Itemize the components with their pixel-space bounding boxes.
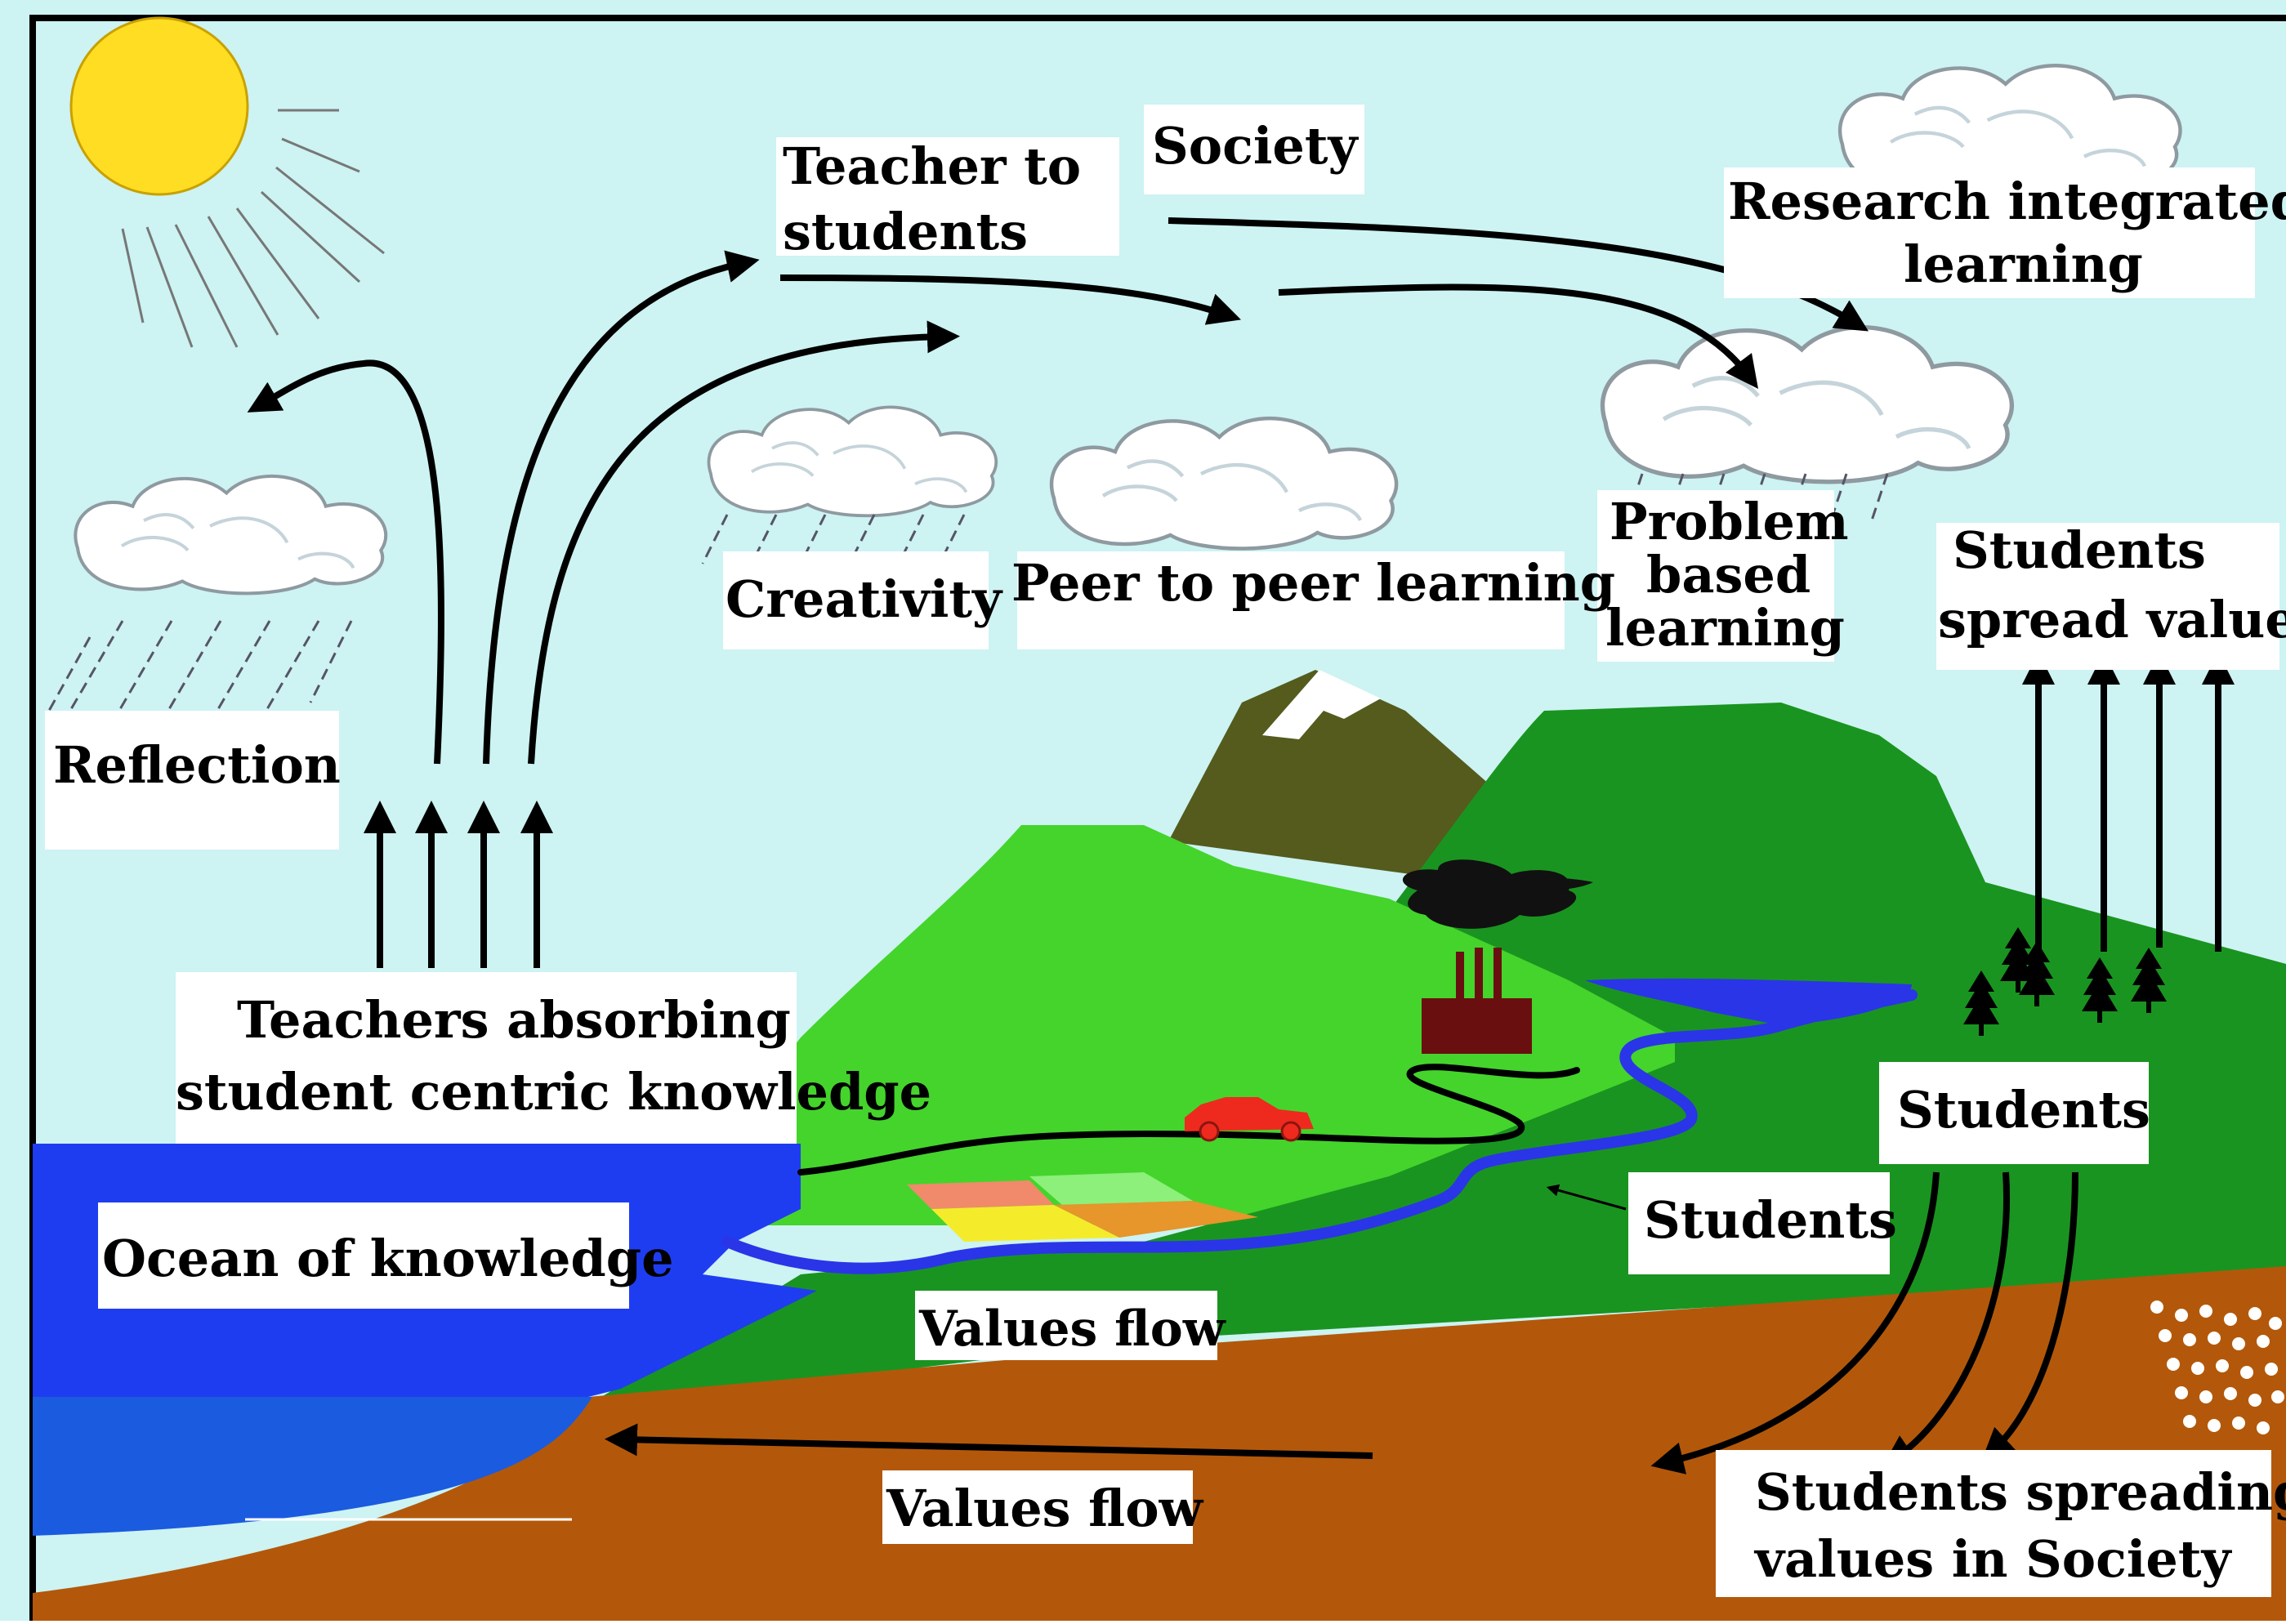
- arrow-to-reflection: [247, 359, 444, 765]
- arrow-peer-flow: [1278, 283, 1759, 389]
- arrow-to-teacher: [483, 250, 760, 765]
- label-research-integrated: learning: [1904, 234, 2143, 294]
- pebbles: [2150, 1301, 2284, 1434]
- arrow-to-creativity: [528, 320, 960, 765]
- label-values-flow-mid: Values flow: [918, 1301, 1226, 1358]
- label-boxes: [45, 105, 2279, 1597]
- river: [721, 989, 1918, 1274]
- arrow-down-society: [1650, 1171, 1940, 1475]
- label-teacher-to-students: Teacher to: [783, 136, 1081, 196]
- light-green-hill: [694, 825, 1675, 1225]
- arrow-teacher-flow: [779, 274, 1241, 325]
- label-problem-based: based: [1646, 545, 1810, 605]
- label-students-mid: Students: [1644, 1190, 1897, 1250]
- arrow-down-society: [1882, 1171, 2010, 1468]
- snow-mountain: [1168, 670, 1536, 882]
- label-reflection: Reflection: [53, 735, 341, 795]
- frame-border: [29, 15, 2286, 1621]
- sun-icon: [69, 16, 385, 348]
- label-ocean-of-knowledge: Ocean of knowledge: [102, 1229, 674, 1288]
- label-peer-to-peer: Peer to peer learning: [1011, 553, 1615, 613]
- label-values-flow-bottom: Values flow: [886, 1479, 1204, 1538]
- label-problem-based: learning: [1605, 598, 1845, 658]
- ocean-depth: [33, 1397, 592, 1536]
- road: [797, 1064, 1580, 1176]
- label-teachers-absorbing: student centric knowledge: [176, 1062, 931, 1122]
- label-students-spread: spread values: [1938, 590, 2286, 649]
- label-creativity: Creativity: [726, 569, 1003, 629]
- label-students-spread: Students: [1953, 520, 2206, 580]
- label-teachers-absorbing: Teachers absorbing: [237, 990, 791, 1050]
- label-students-spreading-society: Students spreading: [1755, 1462, 2286, 1522]
- arrow-students-river: [1546, 1184, 1627, 1211]
- label-research-integrated: Research integrated: [1728, 172, 2286, 231]
- arrow-values-flow: [605, 1423, 1373, 1459]
- fields: [907, 1172, 1258, 1242]
- label-teacher-to-students: students: [783, 202, 1028, 261]
- label-society: Society: [1152, 116, 1360, 176]
- arrows: [247, 217, 2235, 1475]
- label-problem-based: Problem: [1610, 492, 1849, 551]
- arrow-down-society: [1981, 1171, 2078, 1461]
- label-students-spreading-society: values in Society: [1753, 1529, 2232, 1589]
- factory-icon: [1402, 859, 1593, 1054]
- label-students-right: Students: [1897, 1080, 2150, 1140]
- car-icon: [1185, 1097, 1314, 1142]
- snow-cap-icon: [1262, 670, 1381, 739]
